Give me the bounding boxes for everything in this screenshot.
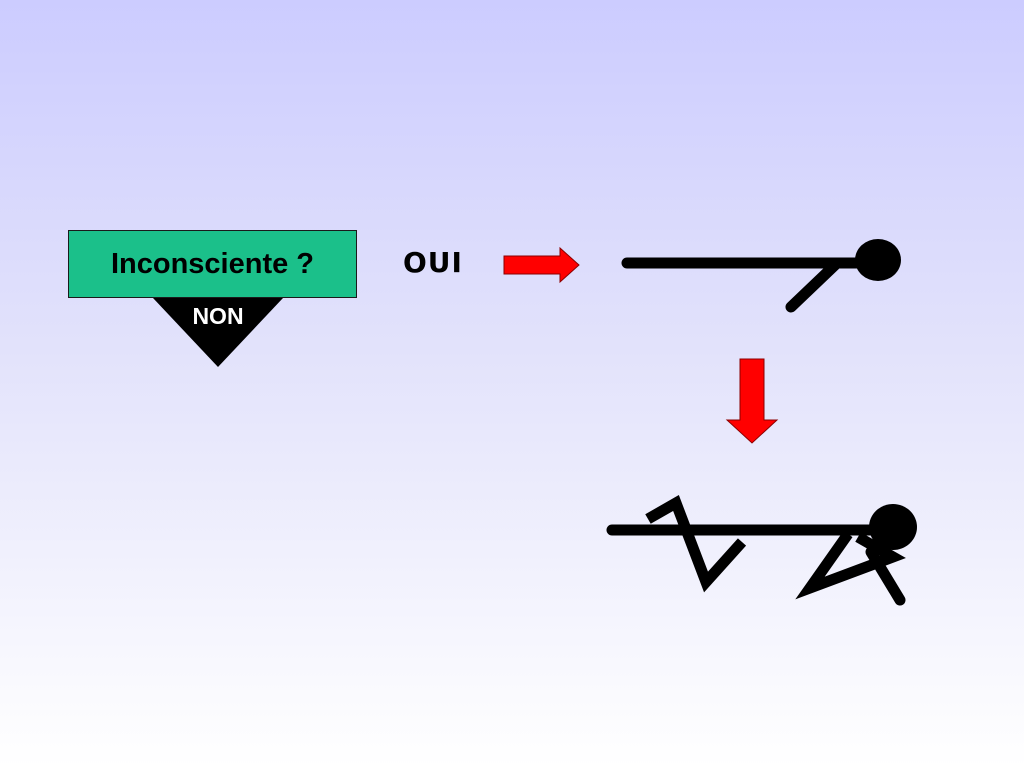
lying-figure-icon	[621, 239, 901, 313]
recovery-figure-leg	[645, 495, 747, 593]
recovery-figure-head	[869, 504, 917, 550]
recovery-figure-forearm	[865, 546, 906, 606]
yes-branch-label: OUI	[403, 246, 463, 279]
no-branch-triangle	[153, 298, 283, 367]
recovery-figure-arm	[795, 530, 906, 600]
right-arrow-icon	[503, 246, 580, 284]
no-branch-label: NON	[192, 303, 244, 329]
down-arrow-icon	[725, 358, 779, 444]
lying-figure-head	[855, 239, 901, 281]
question-box: Inconsciente ?	[68, 230, 357, 298]
lying-figure-arm	[785, 259, 841, 313]
recovery-position-figure-icon	[606, 495, 917, 606]
question-label: Inconsciente ?	[110, 247, 315, 280]
